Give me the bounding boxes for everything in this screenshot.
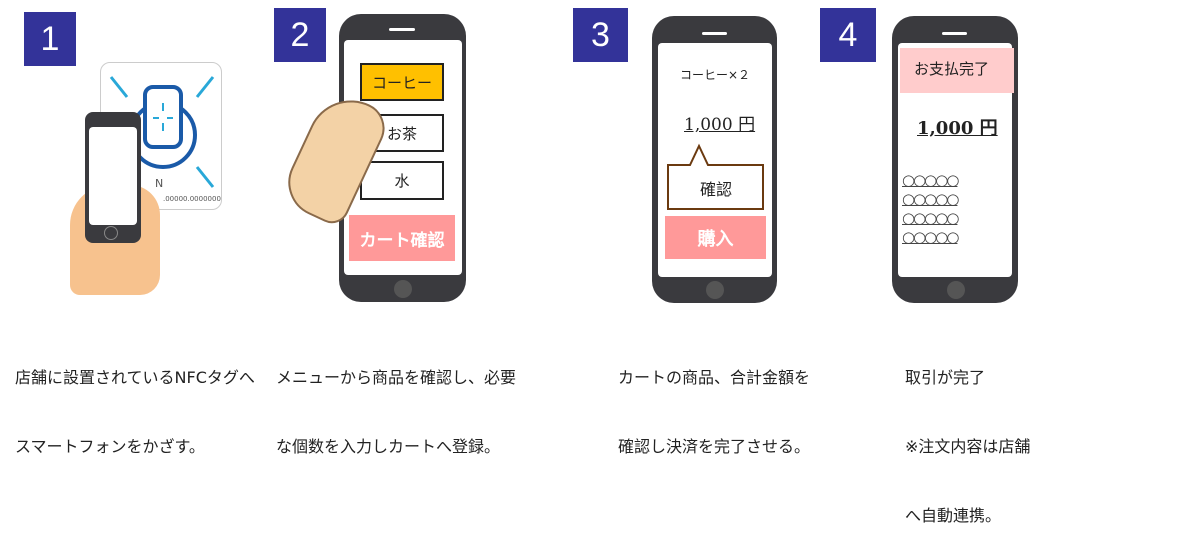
step-1-caption-line: 店舗に設置されているNFCタグへ — [15, 368, 255, 387]
receipt-line: ○○○○○ — [902, 171, 959, 189]
purchase-button[interactable]: 購入 — [665, 216, 766, 259]
confirm-bubble-shape — [667, 143, 764, 210]
step-3-caption-line: 確認し決済を完了させる。 — [618, 437, 811, 456]
total-amount: 1,000 円 — [684, 115, 756, 135]
total-amount: 1,000 円 — [917, 118, 998, 139]
step-2-caption-line: な個数を入力しカートへ登録。 — [276, 437, 501, 456]
nfc-tag-icon — [109, 76, 215, 188]
tag-serial: .00000.0000000 — [163, 195, 221, 203]
step-1-caption-line: スマートフォンをかざす。 — [15, 437, 205, 456]
menu-item-water[interactable]: 水 — [360, 161, 444, 200]
receipt-line: ○○○○○ — [902, 228, 959, 246]
step-2-caption-line: メニューから商品を確認し、必要 — [276, 368, 517, 387]
step-1-badge: 1 — [24, 12, 76, 66]
step-4-badge: 4 — [820, 8, 876, 62]
step-4-caption-line: ※注文内容は店舗 — [905, 437, 1031, 456]
step-3-caption-line: カートの商品、合計金額を — [618, 368, 811, 387]
step-4-caption-line: 取引が完了 — [905, 368, 986, 387]
smartphone — [85, 112, 141, 243]
menu-item-coffee[interactable]: コーヒー — [360, 63, 444, 101]
step-4-caption-line: へ自動連携。 — [905, 506, 1002, 525]
step-2-badge: 2 — [274, 8, 326, 62]
cart-item-line: コーヒー×２ — [680, 68, 751, 82]
receipt-line: ○○○○○ — [902, 209, 959, 227]
step-3-badge: 3 — [573, 8, 628, 62]
receipt-line: ○○○○○ — [902, 190, 959, 208]
payment-complete-status: お支払完了 — [900, 48, 1014, 93]
nfc-mark: N — [155, 177, 164, 190]
cart-confirm-button[interactable]: カート確認 — [349, 215, 455, 261]
confirm-bubble-label: 確認 — [699, 180, 732, 199]
receipt-details: ○○○○○ ○○○○○ ○○○○○ ○○○○○ — [902, 171, 959, 247]
